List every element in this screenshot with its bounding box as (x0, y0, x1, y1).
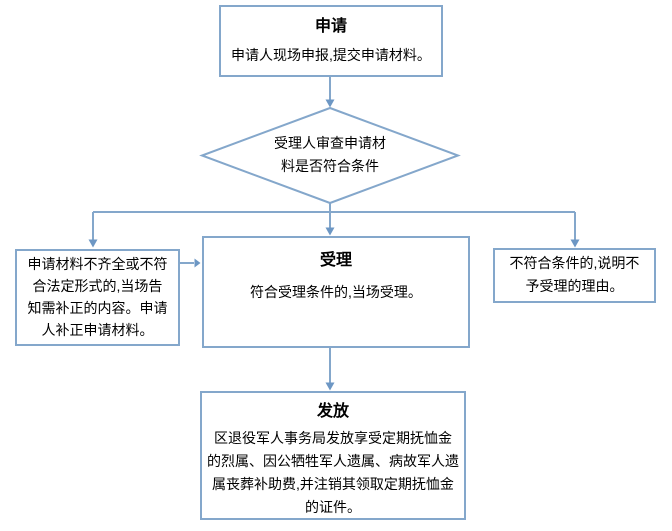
accept-box: 受理 符合受理条件的,当场受理。 (202, 236, 470, 348)
reject-line: 不符合条件的,说明不 (509, 255, 640, 271)
arrowhead-down-icon (325, 227, 335, 236)
accept-title: 受理 (319, 252, 352, 269)
supplement-line: 人补正申请材料。 (41, 322, 154, 338)
accept-body: 符合受理条件的,当场受理。 (250, 284, 422, 300)
supplement-body: 申请材料不齐全或不符 合法定形式的,当场告 知需补正的内容。申请 人补正申请材料… (21, 253, 174, 341)
apply-body: 申请人现场申报,提交申请材料。 (231, 47, 431, 63)
apply-box: 申请 申请人现场申报,提交申请材料。 (219, 5, 443, 77)
reject-body: 不符合条件的,说明不 予受理的理由。 (495, 252, 654, 298)
supplement-box: 申请材料不齐全或不符 合法定形式的,当场告 知需补正的内容。申请 人补正申请材料… (15, 249, 180, 346)
arrowhead-down-icon (570, 239, 580, 248)
issue-line: 属丧葬补助费,并注销其领取定期抚恤金 (212, 476, 454, 492)
issue-body: 区退役军人事务局发放享受定期抚恤金 的烈属、因公牺牲军人遗属、病故军人遗 属丧葬… (202, 427, 464, 519)
arrowhead-down-icon (325, 99, 335, 108)
arrowhead-right-icon (194, 258, 201, 268)
issue-box: 发放 区退役军人事务局发放享受定期抚恤金 的烈属、因公牺牲军人遗属、病故军人遗 … (200, 391, 466, 520)
arrowhead-down-icon (325, 382, 335, 391)
review-decision-label: 受理人审查申请材 料是否符合条件 (250, 132, 410, 178)
reject-box: 不符合条件的,说明不 予受理的理由。 (493, 248, 656, 303)
connector-branches (92, 203, 576, 241)
issue-title: 发放 (316, 403, 349, 420)
apply-title: 申请 (314, 18, 347, 35)
supplement-line: 知需补正的内容。申请 (27, 300, 168, 316)
review-line: 料是否符合条件 (281, 158, 379, 174)
issue-line: 区退役军人事务局发放享受定期抚恤金 (214, 430, 452, 446)
issue-line: 的证件。 (305, 499, 361, 515)
supplement-line: 合法定形式的,当场告 (32, 278, 163, 294)
issue-line: 的烈属、因公牺牲军人遗属、病故军人遗 (207, 453, 459, 469)
arrowhead-down-icon (88, 239, 98, 248)
reject-line: 予受理的理由。 (525, 278, 624, 294)
review-line: 受理人审查申请材 (274, 135, 386, 151)
supplement-line: 申请材料不齐全或不符 (27, 256, 168, 272)
